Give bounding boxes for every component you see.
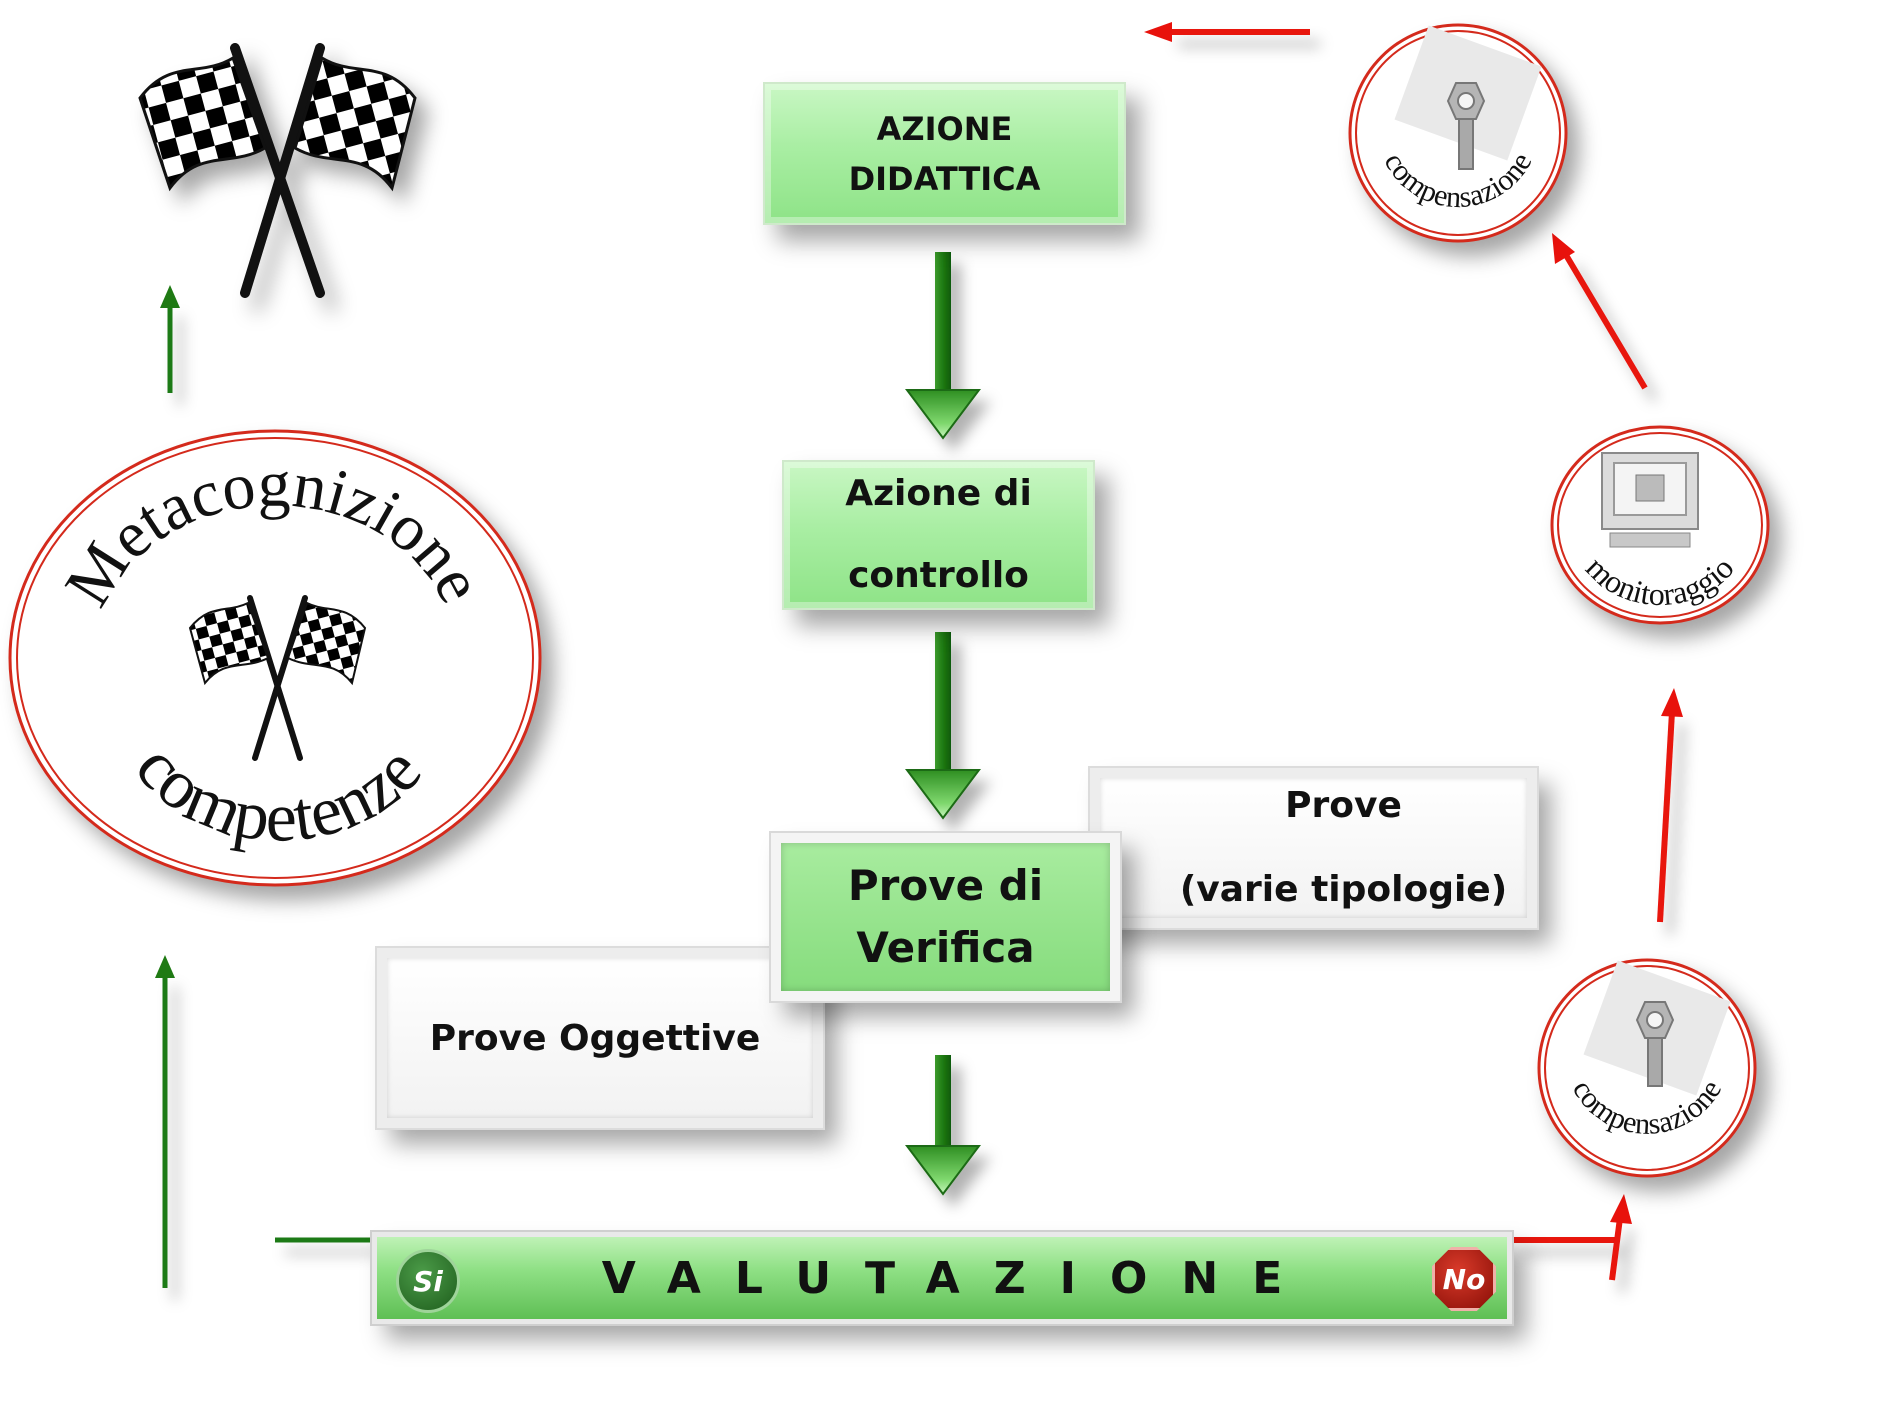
prove-oggettive-label: Prove Oggettive xyxy=(429,1017,761,1059)
box-azione-controllo: Azione di controllo xyxy=(782,460,1095,610)
azione-controllo-line2: controllo xyxy=(848,555,1029,596)
arrow-verifica-to-valutazione xyxy=(905,1055,981,1196)
small-racing-flags-icon xyxy=(188,595,367,761)
valutazione-label: VALUTAZIONE xyxy=(601,1252,1317,1304)
prove-verifica-line1: Prove di xyxy=(847,861,1044,910)
arrowhead-left-lower xyxy=(155,955,175,978)
yes-badge: Si xyxy=(396,1249,460,1313)
metacognizione-badge: Metacognizione competenze xyxy=(8,429,542,887)
arrow-left-return xyxy=(162,305,372,1288)
prove-tipologie-line1: Prove xyxy=(1285,785,1402,826)
box-prove-oggettive: Prove Oggettive xyxy=(375,946,825,1130)
arrowhead-right-3 xyxy=(1552,233,1575,264)
azione-didattica-line2: DIDATTICA xyxy=(848,159,1041,198)
arrowhead-right-4 xyxy=(1144,22,1172,42)
prove-verifica-line2: Verifica xyxy=(856,923,1035,972)
arrow-right-loop xyxy=(1168,29,1675,1281)
monitoraggio-badge: monitoraggio xyxy=(1550,425,1770,625)
arrowhead-left-upper xyxy=(160,285,180,308)
arrow-didattica-to-controllo xyxy=(905,252,981,440)
box-azione-didattica: AZIONE DIDATTICA xyxy=(763,82,1126,225)
racing-flags-icon xyxy=(138,43,417,298)
compensazione-top-badge: compensazione xyxy=(1348,23,1568,243)
arrowhead-right-1 xyxy=(1610,1194,1632,1224)
compensazione-bottom-badge: compensazione xyxy=(1537,958,1757,1178)
prove-tipologie-line2: (varie tipologie) xyxy=(1179,869,1508,910)
no-badge: No xyxy=(1432,1247,1496,1311)
azione-didattica-line1: AZIONE xyxy=(876,109,1013,148)
wrench-icon xyxy=(1583,960,1731,1096)
computer-monitor-icon xyxy=(1601,452,1699,548)
azione-controllo-line1: Azione di xyxy=(845,473,1032,514)
arrow-controllo-to-verifica xyxy=(905,632,981,820)
valutazione-bar: VALUTAZIONE xyxy=(370,1230,1514,1326)
arrowhead-right-2 xyxy=(1661,688,1683,717)
box-prove-tipologie: Prove (varie tipologie) xyxy=(1088,766,1539,930)
box-prove-verifica: Prove di Verifica xyxy=(769,831,1122,1003)
wrench-icon xyxy=(1394,25,1542,170)
